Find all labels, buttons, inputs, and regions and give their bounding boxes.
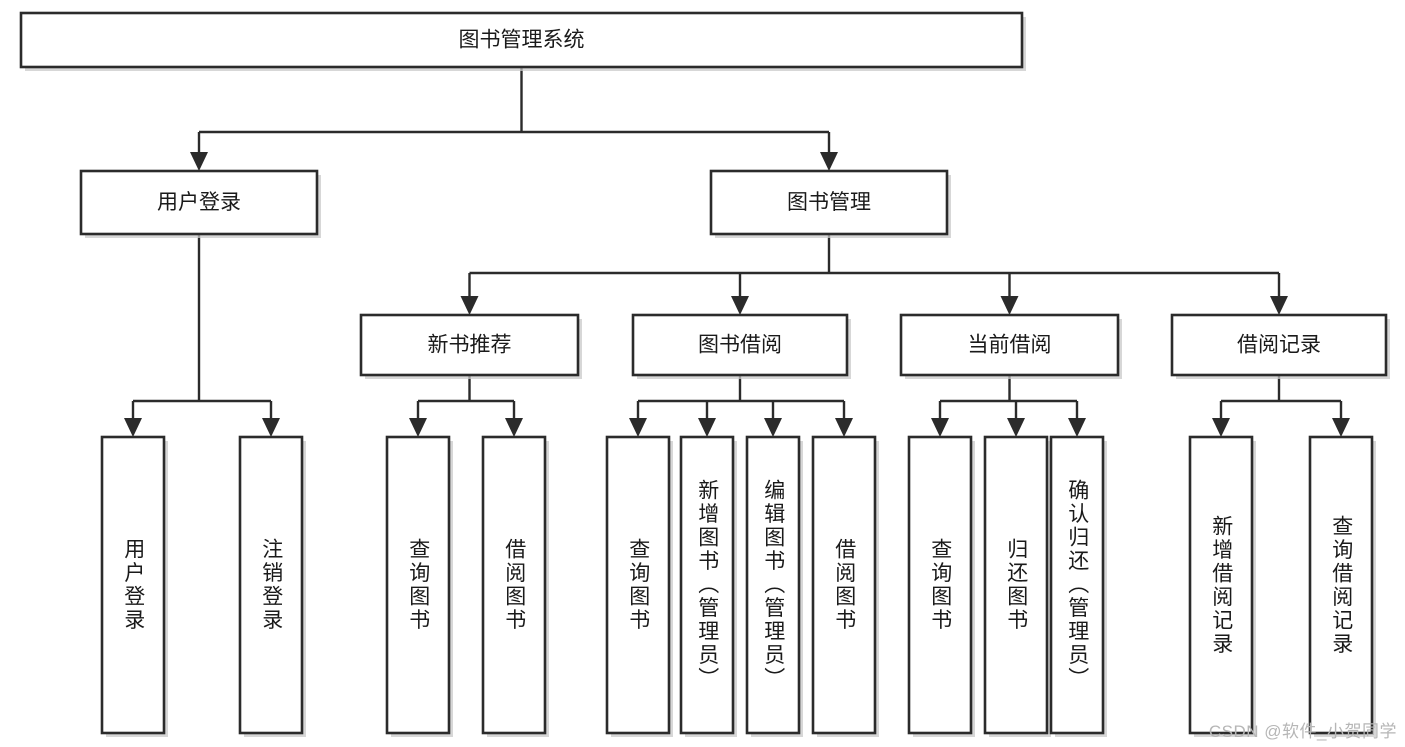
arrow-head-icon (1270, 296, 1288, 315)
node-box-leaf-borrow-book-2[interactable] (811, 435, 877, 735)
node-label-new-book-rec: 新书推荐 (428, 334, 512, 357)
node-label-user-login: 用户登录 (157, 191, 241, 214)
arrow-head-icon (124, 418, 142, 437)
arrow-head-icon (505, 418, 523, 437)
node-box-current-borrow[interactable] (899, 313, 1120, 377)
arrow-head-icon (835, 418, 853, 437)
node-box-leaf-add-record[interactable] (1188, 435, 1254, 735)
arrow-head-icon (460, 296, 479, 315)
arrow-head-icon (698, 418, 716, 437)
node-label-book-manage: 图书管理 (787, 191, 871, 214)
arrow-head-icon (1068, 418, 1086, 437)
node-label-borrow-record: 借阅记录 (1237, 334, 1321, 357)
node-label-book-borrow: 图书借阅 (698, 334, 782, 357)
arrow-head-icon (731, 296, 749, 315)
node-box-leaf-query-book-3[interactable] (907, 435, 973, 735)
node-box-new-book-rec[interactable] (359, 313, 580, 377)
node-box-book-manage[interactable] (709, 169, 949, 236)
node-box-leaf-query-record[interactable] (1308, 435, 1374, 735)
node-box-leaf-confirm-return[interactable] (1049, 435, 1105, 735)
arrow-head-icon (629, 418, 647, 437)
arrow-head-icon (409, 418, 427, 437)
arrow-head-icon (1332, 418, 1350, 437)
arrow-head-icon (931, 418, 949, 437)
arrow-head-icon (820, 152, 838, 171)
arrow-head-icon (1212, 418, 1230, 437)
node-box-leaf-borrow-book-1[interactable] (481, 435, 547, 735)
edges-layer (124, 67, 1350, 437)
arrow-head-icon (1007, 418, 1025, 437)
node-box-root[interactable] (19, 11, 1024, 69)
arrow-head-icon (764, 418, 782, 437)
node-box-leaf-query-book-2[interactable] (605, 435, 671, 735)
node-box-leaf-return-book[interactable] (983, 435, 1049, 735)
node-label-current-borrow: 当前借阅 (968, 334, 1052, 357)
node-box-leaf-add-book[interactable] (679, 435, 735, 735)
node-box-user-login[interactable] (79, 169, 319, 236)
node-box-leaf-user-login[interactable] (100, 435, 166, 735)
node-box-borrow-record[interactable] (1170, 313, 1388, 377)
node-box-leaf-query-book-1[interactable] (385, 435, 451, 735)
node-box-leaf-user-logout[interactable] (238, 435, 304, 735)
boxes-layer (19, 11, 1390, 737)
node-box-leaf-edit-book[interactable] (745, 435, 801, 735)
node-box-book-borrow[interactable] (631, 313, 849, 377)
arrow-head-icon (190, 152, 208, 171)
watermark-text: CSDN @软件_小贺同学 (1208, 722, 1397, 741)
arrow-head-icon (262, 418, 280, 437)
arrow-head-icon (1000, 296, 1019, 315)
node-label-root: 图书管理系统 (459, 29, 585, 52)
